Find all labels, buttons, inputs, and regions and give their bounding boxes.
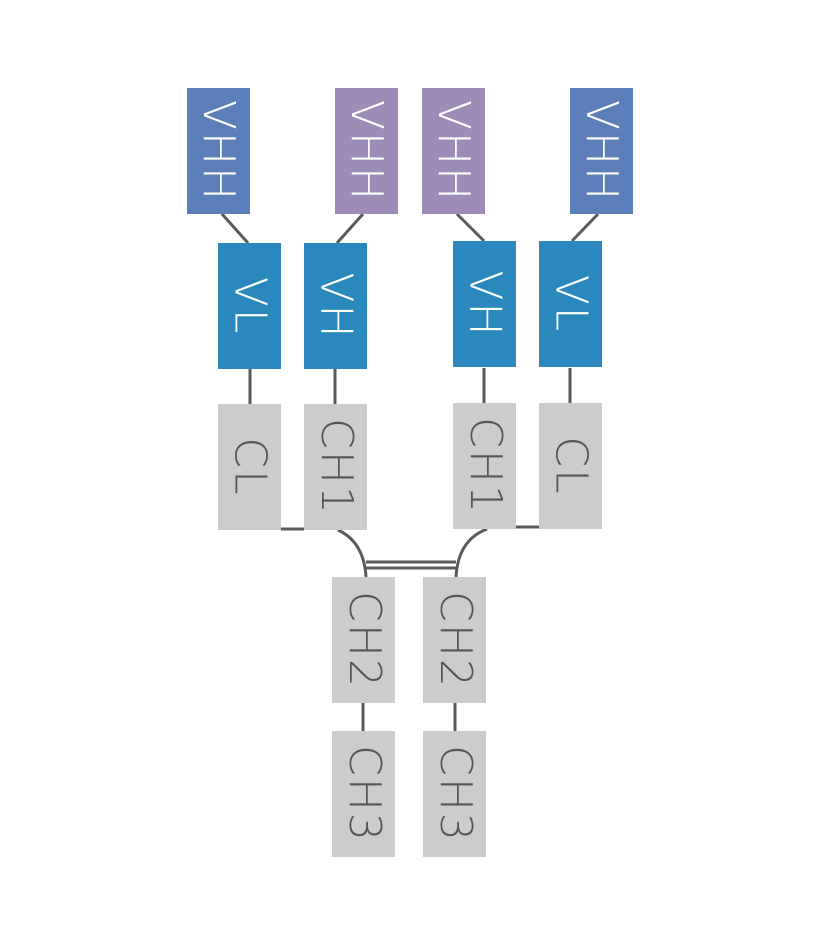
domain-label: CH2 [338, 591, 390, 689]
domain-label: CL [545, 436, 597, 496]
domain-label: VHH [428, 99, 480, 203]
domain-label: VHH [341, 99, 393, 203]
vhh-domain-1: VHH [187, 88, 250, 214]
linker-vhh1-vl [220, 212, 250, 245]
domain-label: CH1 [459, 417, 511, 515]
cl-domain-right: CL [539, 403, 602, 529]
vl-domain-right: VL [539, 241, 602, 367]
hinge-left [337, 528, 368, 578]
ch1-domain-right: CH1 [453, 403, 516, 529]
ch1-domain-left: CH1 [304, 404, 367, 530]
domain-label: CL [224, 437, 276, 497]
domain-label: VH [310, 272, 362, 340]
vhh-domain-2: VHH [335, 88, 398, 214]
ch2-domain-left: CH2 [332, 577, 395, 703]
domain-label: VH [459, 270, 511, 338]
cl-domain-left: CL [218, 404, 281, 530]
hinge-right [454, 527, 488, 578]
domain-label: VHH [193, 99, 245, 203]
vhh-domain-3: VHH [422, 88, 485, 214]
vl-domain-left: VL [218, 243, 281, 369]
linker-vhh2-vh [335, 212, 365, 245]
linker-vhh4-vl [570, 212, 600, 243]
domain-label: VL [224, 276, 276, 336]
ch3-domain-right: CH3 [423, 731, 486, 857]
vhh-domain-4: VHH [570, 88, 633, 214]
vh-domain-right: VH [453, 241, 516, 367]
domain-label: VHH [576, 99, 628, 203]
domain-label: CH1 [310, 418, 362, 516]
domain-label: VL [545, 274, 597, 334]
domain-label: CH3 [429, 745, 481, 843]
ch3-domain-left: CH3 [332, 731, 395, 857]
domain-label: CH2 [429, 591, 481, 689]
ch2-domain-right: CH2 [423, 577, 486, 703]
domain-label: CH3 [338, 745, 390, 843]
linker-vhh3-vh [455, 212, 486, 243]
vh-domain-left: VH [304, 243, 367, 369]
